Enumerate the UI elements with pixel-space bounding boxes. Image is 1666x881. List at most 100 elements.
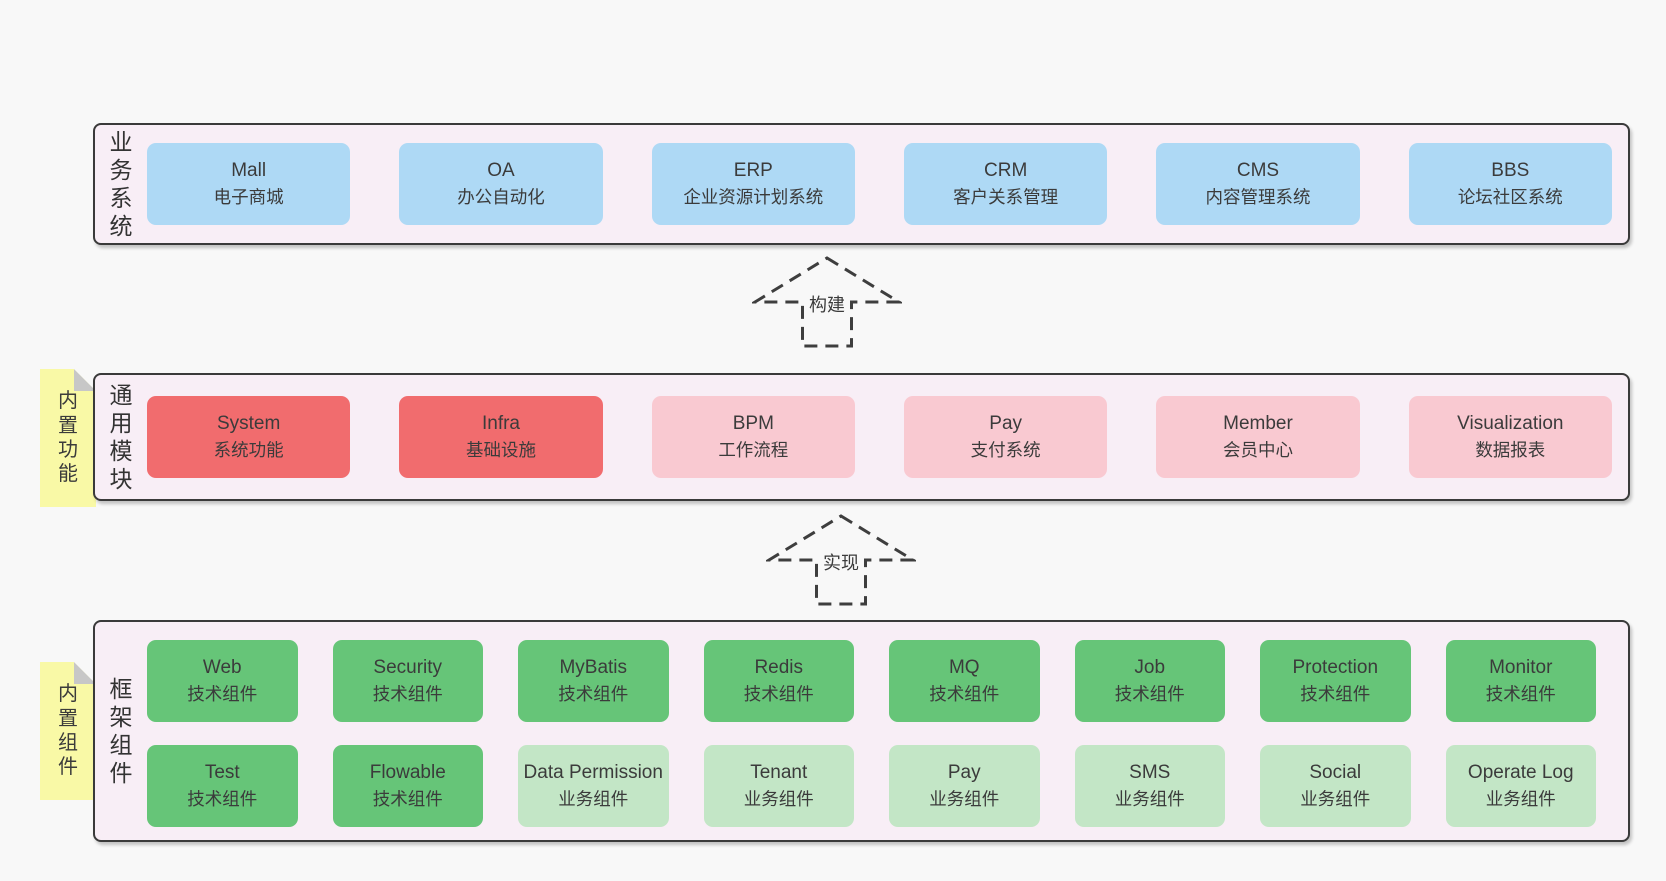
box-title: Security: [373, 657, 443, 679]
band-label-common-modules: 通用模块: [109, 381, 133, 493]
box-tenant: Tenant 业务组件: [703, 745, 854, 827]
box-title: ERP: [733, 160, 773, 182]
band-business-systems: 业务系统 Mall 电子商城 OA 办公自动化 ERP 企业资源计划系统 CRM…: [93, 123, 1630, 245]
box-title: Test: [204, 762, 240, 784]
framework-row-2: Test 技术组件 Flowable 技术组件 Data Permission …: [147, 745, 1596, 827]
box-pay-system: Pay 支付系统: [903, 396, 1108, 478]
box-infra: Infra 基础设施: [399, 396, 603, 478]
arrow-build: 构建: [752, 255, 902, 349]
arrow-implement: 实现: [766, 513, 916, 607]
box-title: OA: [487, 160, 515, 182]
box-title: Member: [1223, 413, 1293, 435]
box-title: BPM: [732, 413, 774, 435]
box-oa: OA 办公自动化: [399, 143, 603, 225]
band-common-modules: 通用模块 System 系统功能 Infra 基础设施 BPM 工作流程 Pay…: [93, 373, 1630, 501]
box-subtitle: 业务组件: [1300, 788, 1371, 809]
box-subtitle: 电子商城: [213, 186, 284, 207]
box-title: Tenant: [750, 762, 808, 784]
box-web: Web 技术组件: [147, 640, 298, 722]
box-subtitle: 业务组件: [929, 788, 1000, 809]
box-subtitle: 业务组件: [743, 788, 814, 809]
box-member: Member 会员中心: [1156, 396, 1360, 478]
box-monitor: Monitor 技术组件: [1445, 640, 1596, 722]
box-title: CRM: [984, 160, 1028, 182]
up-arrow-icon: [752, 256, 902, 348]
box-subtitle: 技术组件: [187, 683, 258, 704]
box-subtitle: 论坛社区系统: [1457, 186, 1563, 207]
box-pay-component: Pay 业务组件: [889, 745, 1040, 827]
box-title: MQ: [948, 657, 980, 679]
box-flowable: Flowable 技术组件: [332, 745, 483, 827]
box-title: BBS: [1491, 160, 1530, 182]
box-title: CMS: [1236, 160, 1280, 182]
box-title: Redis: [754, 657, 804, 679]
box-subtitle: 技术组件: [743, 683, 814, 704]
sticky-note-label: 内置功能: [58, 390, 78, 486]
box-subtitle: 技术组件: [1485, 683, 1556, 704]
box-bpm: BPM 工作流程: [651, 396, 855, 478]
business-systems-row: Mall 电子商城 OA 办公自动化 ERP 企业资源计划系统 CRM 客户关系…: [147, 143, 1612, 225]
box-title: Data Permission: [523, 762, 663, 784]
box-job: Job 技术组件: [1074, 640, 1225, 722]
box-redis: Redis 技术组件: [703, 640, 854, 722]
box-subtitle: 会员中心: [1222, 439, 1293, 460]
box-title: Monitor: [1489, 657, 1553, 679]
sticky-note-builtin-components: 内置组件: [40, 662, 96, 800]
box-subtitle: 系统功能: [213, 439, 284, 460]
box-social: Social 业务组件: [1260, 745, 1411, 827]
box-operate-log: Operate Log 业务组件: [1445, 745, 1596, 827]
box-system: System 系统功能: [147, 396, 351, 478]
box-mall: Mall 电子商城: [147, 143, 351, 225]
box-crm: CRM 客户关系管理: [903, 143, 1108, 225]
box-title: Pay: [947, 762, 981, 784]
band-framework-components: 框架组件 Web 技术组件 Security 技术组件 MyBatis 技术组件…: [93, 620, 1630, 842]
sticky-note-builtin-functions: 内置功能: [40, 369, 96, 507]
sticky-note-label: 内置组件: [58, 683, 78, 779]
box-mybatis: MyBatis 技术组件: [518, 640, 669, 722]
box-visualization: Visualization 数据报表: [1408, 396, 1612, 478]
box-mq: MQ 技术组件: [889, 640, 1040, 722]
box-title: Operate Log: [1467, 762, 1574, 784]
box-subtitle: 业务组件: [1485, 788, 1556, 809]
arrow-label: 构建: [805, 290, 849, 318]
box-title: Infra: [481, 413, 520, 435]
box-subtitle: 数据报表: [1475, 439, 1546, 460]
box-title: Protection: [1292, 657, 1379, 679]
box-subtitle: 支付系统: [970, 439, 1041, 460]
box-subtitle: 技术组件: [372, 788, 443, 809]
box-title: Web: [202, 657, 242, 679]
box-erp: ERP 企业资源计划系统: [651, 143, 855, 225]
band-label-business-systems: 业务系统: [109, 128, 133, 240]
box-title: System: [216, 413, 281, 435]
box-subtitle: 技术组件: [187, 788, 258, 809]
box-subtitle: 办公自动化: [457, 186, 545, 207]
box-title: Flowable: [369, 762, 446, 784]
box-sms: SMS 业务组件: [1074, 745, 1225, 827]
box-subtitle: 业务组件: [558, 788, 629, 809]
box-subtitle: 业务组件: [1114, 788, 1185, 809]
box-subtitle: 技术组件: [372, 683, 443, 704]
box-security: Security 技术组件: [332, 640, 483, 722]
box-title: Visualization: [1457, 413, 1564, 435]
box-title: SMS: [1129, 762, 1171, 784]
box-cms: CMS 内容管理系统: [1156, 143, 1360, 225]
band-label-framework-components: 框架组件: [109, 675, 133, 787]
box-title: Social: [1309, 762, 1362, 784]
box-subtitle: 内容管理系统: [1205, 186, 1311, 207]
box-protection: Protection 技术组件: [1260, 640, 1411, 722]
box-subtitle: 工作流程: [718, 439, 789, 460]
box-title: MyBatis: [559, 657, 628, 679]
common-modules-row: System 系统功能 Infra 基础设施 BPM 工作流程 Pay 支付系统…: [147, 396, 1612, 478]
box-subtitle: 客户关系管理: [953, 186, 1059, 207]
box-title: Mall: [231, 160, 267, 182]
box-test: Test 技术组件: [147, 745, 298, 827]
arrow-label: 实现: [819, 548, 863, 576]
box-subtitle: 基础设施: [465, 439, 536, 460]
box-subtitle: 企业资源计划系统: [683, 186, 824, 207]
box-subtitle: 技术组件: [558, 683, 629, 704]
box-subtitle: 技术组件: [929, 683, 1000, 704]
framework-row-1: Web 技术组件 Security 技术组件 MyBatis 技术组件 Redi…: [147, 640, 1596, 722]
box-subtitle: 技术组件: [1114, 683, 1185, 704]
box-bbs: BBS 论坛社区系统: [1408, 143, 1612, 225]
